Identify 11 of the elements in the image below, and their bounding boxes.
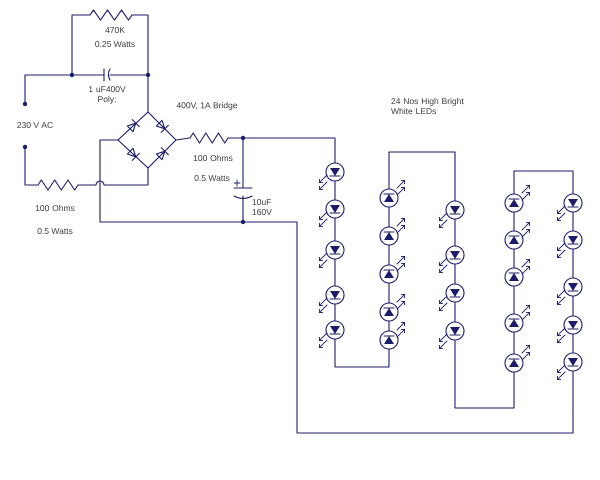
component-label: 100 Ohms — [36, 204, 75, 212]
component-label: 0.5 Watts — [194, 175, 230, 181]
component-label: 1 uF400V Poly: — [88, 86, 126, 104]
component-label: 470K — [105, 27, 125, 33]
component-label: 10uF 160V — [252, 199, 272, 215]
component-label: 24 Nos High Bright White LEDs — [391, 98, 464, 114]
component-label: 400V, 1A Bridge — [176, 102, 238, 110]
component-label: 230 V AC — [17, 122, 53, 128]
component-label: 0.25 Watts — [95, 41, 135, 47]
component-label: 0.5 Watts — [38, 228, 72, 234]
component-label: 100 Ohms — [194, 154, 233, 162]
